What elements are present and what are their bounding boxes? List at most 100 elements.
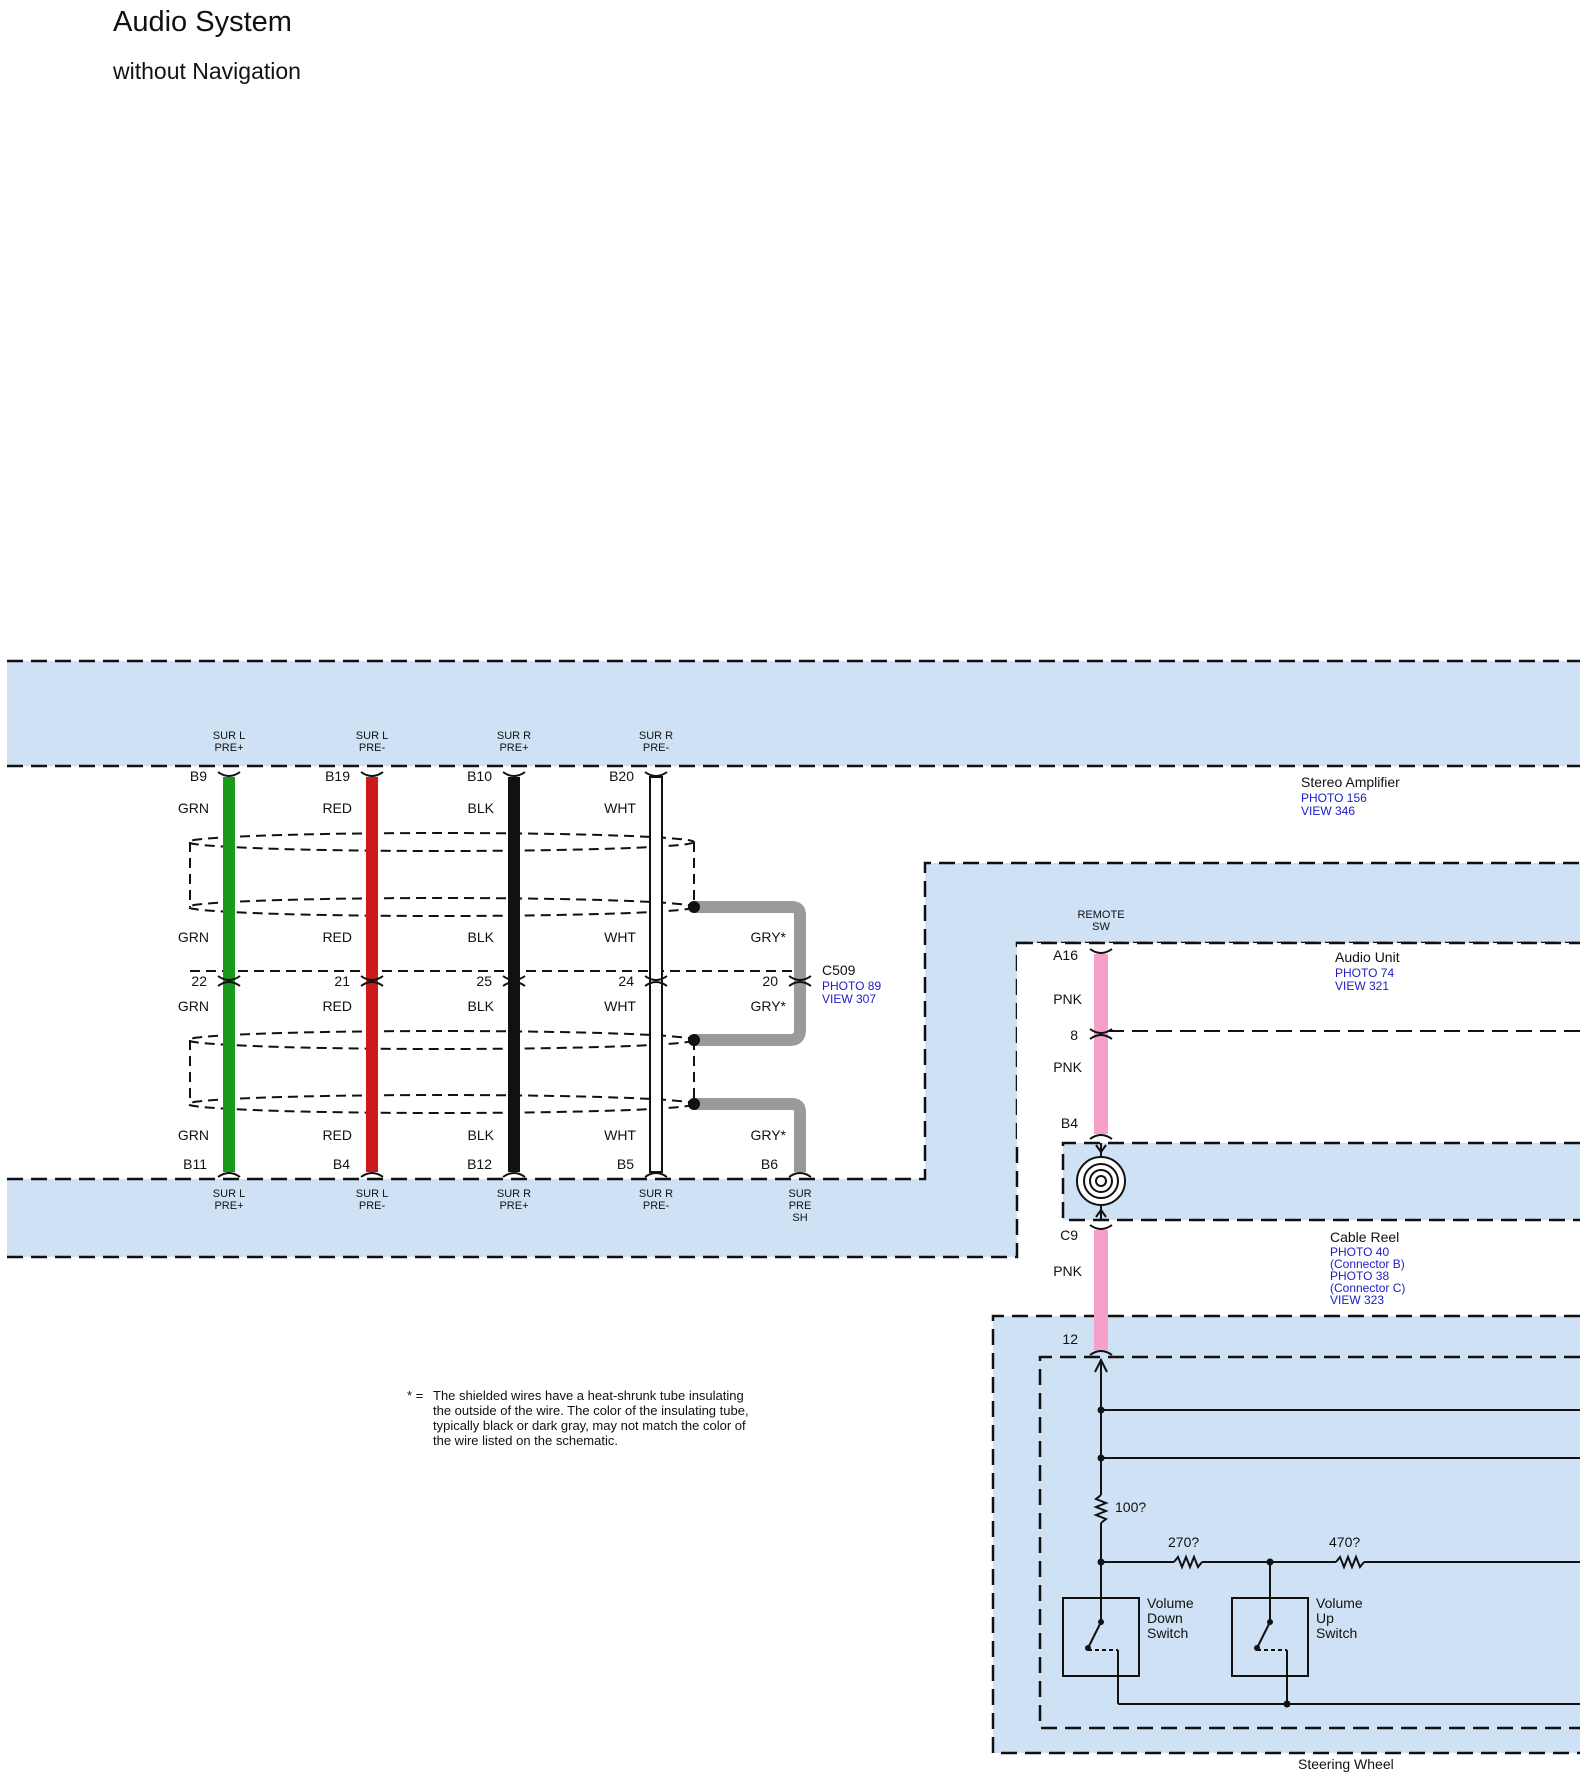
cable-reel-photo2-link[interactable]: PHOTO 38: [1330, 1269, 1389, 1283]
wire-color-label: BLK: [468, 998, 495, 1014]
wire-color-label: BLK: [468, 929, 495, 945]
pin-label: B5: [617, 1156, 634, 1172]
note-marker: * =: [407, 1388, 423, 1403]
wire-color-label: RED: [322, 929, 352, 945]
audio-unit-view-link[interactable]: VIEW 321: [1335, 979, 1389, 993]
wire-color-label: PNK: [1053, 1059, 1082, 1075]
pin-label: B12: [467, 1156, 492, 1172]
stereo-amplifier-name: Stereo Amplifier: [1301, 774, 1400, 790]
note-line: typically black or dark gray, may not ma…: [433, 1418, 746, 1433]
signal-label: PRE+: [214, 1200, 243, 1212]
remote-signal-label: REMOTE SW: [1077, 909, 1124, 933]
shield-loop-lower: [187, 1030, 695, 1114]
cable-reel-name: Cable Reel: [1330, 1229, 1399, 1245]
terminals-top: [217, 771, 668, 777]
signal-label: PRE+: [499, 742, 528, 754]
steering-circuit: [1062, 1357, 1580, 1705]
signal-label: PRE+: [499, 1200, 528, 1212]
wire-pnk: [1094, 954, 1108, 1350]
cable-reel-label: Cable Reel PHOTO 40 (Connector B) PHOTO …: [1330, 1229, 1405, 1307]
pin-label: 8: [1070, 1027, 1078, 1043]
c509-name: C509: [822, 962, 856, 978]
signal-label: SUR R: [497, 730, 531, 742]
signal-label: SUR L: [213, 730, 245, 742]
note-line: the wire listed on the schematic.: [433, 1433, 618, 1448]
wire-color-label: BLK: [468, 1127, 495, 1143]
page-subtitle: without Navigation: [113, 58, 301, 84]
wire-color-label: WHT: [604, 929, 636, 945]
page-title: Audio System: [113, 6, 292, 38]
cable-reel-conn1: (Connector B): [1330, 1257, 1405, 1271]
pin-label: B4: [333, 1156, 350, 1172]
stereo-amplifier-view-link[interactable]: VIEW 346: [1301, 804, 1355, 818]
shield-junction-dots: [688, 901, 700, 1110]
switch-label: Switch: [1147, 1625, 1188, 1641]
signal-label: PRE-: [359, 1200, 386, 1212]
signal-label: SH: [792, 1212, 807, 1224]
signal-label: SUR L: [356, 1188, 388, 1200]
pin-label: B4: [1061, 1115, 1078, 1131]
c509-label: C509 PHOTO 89 VIEW 307: [822, 962, 881, 1006]
pin-label: B11: [183, 1156, 207, 1172]
wire-color-label: WHT: [604, 800, 636, 816]
switch-label: Volume: [1147, 1595, 1194, 1611]
wire-color-label: WHT: [604, 1127, 636, 1143]
audio-unit-photo-link[interactable]: PHOTO 74: [1335, 966, 1394, 980]
steering-junction-dots: [1085, 1406, 1291, 1708]
pin-label: 22: [191, 973, 207, 989]
pin-label: 12: [1062, 1331, 1078, 1347]
resistor-value-label: 470?: [1329, 1534, 1360, 1550]
wire-wht: [649, 776, 663, 1173]
wire-color-label: GRN: [178, 929, 209, 945]
cable-reel-photo1-link[interactable]: PHOTO 40: [1330, 1245, 1389, 1259]
wire-red: [366, 777, 378, 1172]
switch-label: Volume: [1316, 1595, 1363, 1611]
signal-label: SUR: [788, 1188, 811, 1200]
signal-label: SUR R: [497, 1188, 531, 1200]
signal-label: PRE+: [214, 742, 243, 754]
shield-note: * = The shielded wires have a heat-shrun…: [407, 1388, 749, 1448]
wire-color-label: GRY*: [750, 1127, 786, 1143]
wire-color-label: PNK: [1053, 991, 1082, 1007]
wire-color-label: GRY*: [750, 929, 786, 945]
note-line: the outside of the wire. The color of th…: [433, 1403, 749, 1418]
audio-unit-name: Audio Unit: [1335, 949, 1400, 965]
c509-photo-link[interactable]: PHOTO 89: [822, 979, 881, 993]
wire-color-label: PNK: [1053, 1263, 1082, 1279]
stereo-amplifier-box: [7, 659, 1580, 1259]
signal-label: SUR L: [213, 1188, 245, 1200]
signal-label: PRE-: [359, 742, 386, 754]
shield-loop-upper: [187, 832, 695, 917]
cable-reel-box: [1061, 1141, 1580, 1222]
pin-label: 25: [476, 973, 492, 989]
signal-label: SUR L: [356, 730, 388, 742]
signal-label: SUR R: [639, 730, 673, 742]
wire-color-label: WHT: [604, 998, 636, 1014]
signal-label: PRE: [789, 1200, 812, 1212]
terminals-bottom: [217, 1172, 812, 1178]
steering-wheel-name: Steering Wheel: [1298, 1756, 1394, 1772]
c509-view-link[interactable]: VIEW 307: [822, 992, 876, 1006]
switch-label: Switch: [1316, 1625, 1357, 1641]
wire-color-label: GRN: [178, 800, 209, 816]
audio-unit-box: [1017, 941, 1580, 1143]
switch-label: Down: [1147, 1610, 1183, 1626]
wire-color-label: RED: [322, 998, 352, 1014]
pin-label: A16: [1053, 947, 1078, 963]
pin-label: 24: [618, 973, 634, 989]
note-line: The shielded wires have a heat-shrunk tu…: [433, 1388, 744, 1403]
switch-label: Up: [1316, 1610, 1334, 1626]
wire-color-label: BLK: [468, 800, 495, 816]
pin-label: B9: [190, 768, 207, 784]
wire-grn: [223, 777, 235, 1172]
pin-label: 21: [334, 973, 350, 989]
pin-label: 20: [762, 973, 778, 989]
audio-unit-label: Audio Unit PHOTO 74 VIEW 321: [1335, 949, 1400, 993]
cable-reel-view-link[interactable]: VIEW 323: [1330, 1293, 1384, 1307]
cable-reel-coil-icon: [1076, 1143, 1126, 1220]
cable-reel-conn2: (Connector C): [1330, 1281, 1405, 1295]
stereo-amplifier-photo-link[interactable]: PHOTO 156: [1301, 791, 1367, 805]
wire-color-label: GRN: [178, 1127, 209, 1143]
pin-label: B10: [467, 768, 492, 784]
